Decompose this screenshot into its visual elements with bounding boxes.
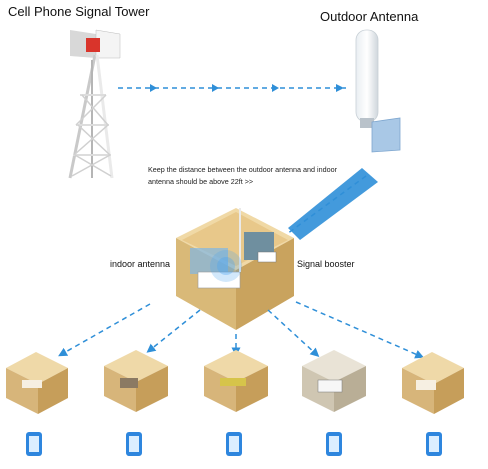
outdoor-antenna-label: Outdoor Antenna [320,9,419,24]
house-icon [176,208,294,330]
room-icon [6,352,68,414]
phone-icon [426,432,442,456]
phone-icon [226,432,242,456]
distribution-arrows [58,301,425,359]
room-icon [402,352,464,414]
tower-to-antenna-arrow [118,84,346,92]
room-icon [302,350,366,412]
phone-icon [326,432,342,456]
distance-note: Keep the distance between the outdoor an… [148,165,338,186]
indoor-antenna-label: indoor antenna [110,259,171,269]
tower-icon [68,29,121,179]
phone-icon [26,432,42,456]
antenna-icon [355,29,401,153]
signal-booster-label: Signal booster [297,259,355,269]
room-icon [204,350,268,412]
phone-icon [126,432,142,456]
room-icon [104,350,168,412]
antenna-to-booster-arrow [272,168,378,245]
tower-label: Cell Phone Signal Tower [8,4,150,19]
